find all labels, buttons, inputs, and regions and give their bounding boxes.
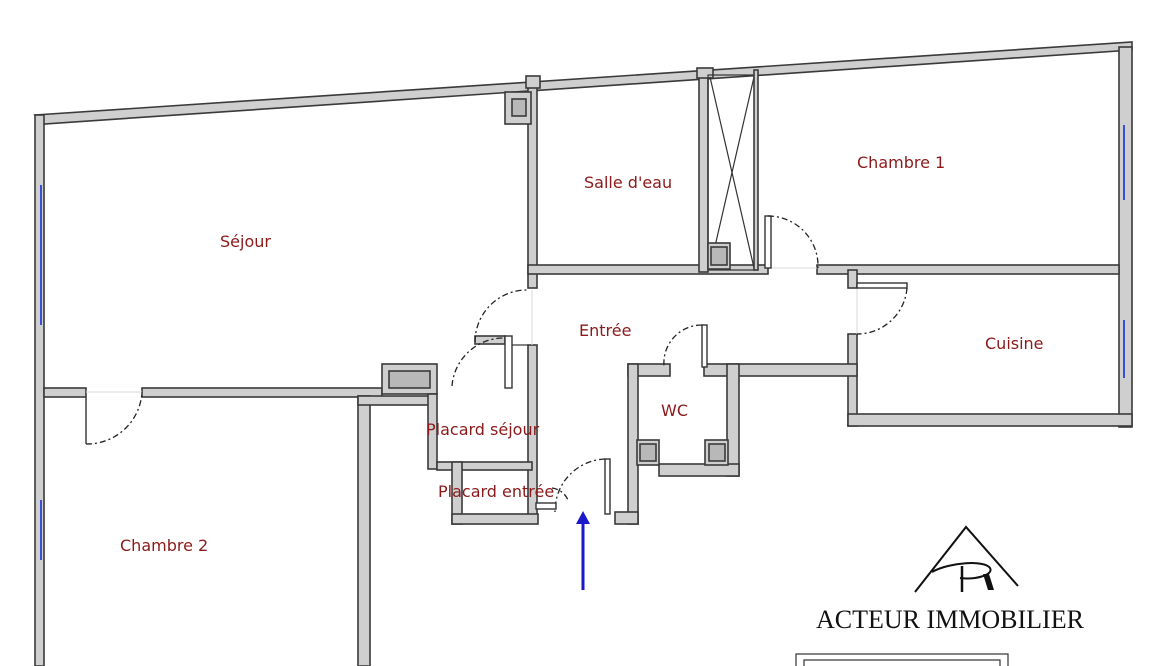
wall-chambre2-right xyxy=(357,395,371,666)
room-label-placard-sejour: Placard séjour xyxy=(426,420,540,439)
wall-salledeau-bottom xyxy=(527,264,769,275)
room-label-wc: WC xyxy=(661,401,688,420)
entrance-door-leaf xyxy=(604,458,611,515)
room-label-cuisine: Cuisine xyxy=(985,334,1044,353)
wall-chambre2-top-right xyxy=(357,395,432,406)
room-label-chambre1: Chambre 1 xyxy=(857,153,945,172)
wall-placard-sejour-left xyxy=(427,393,438,470)
wall-cuisine-bottom xyxy=(847,413,1133,427)
agency-logo: ACTEUR IMMOBILIER xyxy=(816,525,1085,634)
wall-sejour-chambre2-right xyxy=(141,387,383,398)
wall-entree-wc-top xyxy=(703,363,858,377)
logo-mark xyxy=(914,525,1019,593)
wall-cuisine-left-top xyxy=(847,269,858,289)
company-name: ACTEUR IMMOBILIER xyxy=(816,605,1085,634)
wall-placard-top xyxy=(474,335,506,345)
room-label-placard-entree: Placard entrée xyxy=(438,482,554,501)
wall-chambre1-left xyxy=(753,69,759,271)
wall-salledeau-right xyxy=(698,71,709,273)
top-exterior-wall xyxy=(33,41,1133,125)
room-label-entree: Entrée xyxy=(579,321,631,340)
wall-wc-bottom xyxy=(658,463,740,477)
room-label-sejour: Séjour xyxy=(220,232,271,251)
left-exterior-wall xyxy=(34,114,45,666)
wall-placard-entree-bottom xyxy=(451,513,539,525)
right-exterior-wall xyxy=(1118,46,1133,428)
wall-placards-divider xyxy=(436,461,533,471)
room-label-salle-deau: Salle d'eau xyxy=(584,173,672,192)
wall-sejour-chambre2-left xyxy=(43,387,87,398)
room-label-chambre2: Chambre 2 xyxy=(120,536,208,555)
wall-chambre1-bottom xyxy=(816,264,1120,275)
wall-cuisine-left xyxy=(847,333,858,427)
